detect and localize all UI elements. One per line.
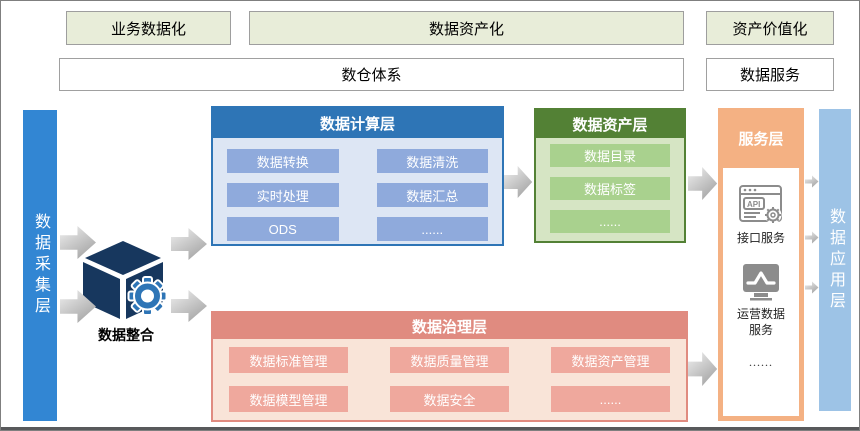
cube-gear-icon <box>81 239 176 323</box>
data-integration-label: 数据整合 <box>98 329 154 344</box>
data-governance-layer: 数据治理层 数据标准管理 数据质量管理 数据资产管理 数据模型管理 数据安全 .… <box>211 311 688 422</box>
data-application-layer-label: 数据应用层 <box>827 207 844 313</box>
computing-item: ...... <box>376 217 488 241</box>
service-layer: 服务层 API <box>718 108 804 421</box>
warehouse-system-box: 数仓体系 <box>59 58 684 91</box>
gear-icon <box>764 206 782 224</box>
operations-data-service-label: 运营数据服务 <box>736 307 785 338</box>
data-collection-layer-bar: 数据采集层 <box>23 110 57 421</box>
arrow-integration-to-governance <box>171 290 207 322</box>
phase-data-assetization: 数据资产化 <box>249 11 684 45</box>
service-ellipsis: ...... <box>749 354 773 369</box>
data-governance-layer-title: 数据治理层 <box>213 313 686 339</box>
data-computing-layer-title: 数据计算层 <box>213 108 502 138</box>
arrow-service-to-application-2 <box>805 231 819 244</box>
data-collection-layer-label: 数据采集层 <box>32 213 49 318</box>
arrow-collection-to-integration-top <box>60 226 96 259</box>
phase-business-datafication: 业务数据化 <box>66 11 231 45</box>
phase-asset-valorization: 资产价值化 <box>706 11 834 45</box>
computing-item: 实时处理 <box>227 183 339 207</box>
api-browser-icon: API <box>739 185 782 224</box>
arrow-service-to-application-1 <box>805 175 819 188</box>
bottom-border-strip <box>1 427 859 430</box>
computing-item: 数据转换 <box>227 149 339 173</box>
arrow-governance-to-service <box>688 352 718 386</box>
governance-item: 数据安全 <box>390 386 509 412</box>
monitor-chart-icon <box>743 264 779 301</box>
arrow-service-to-application-3 <box>805 281 819 294</box>
data-application-layer-bar: 数据应用层 <box>819 109 851 411</box>
arrow-integration-to-computing <box>171 228 207 260</box>
governance-item: 数据标准管理 <box>229 347 348 373</box>
governance-item: 数据模型管理 <box>229 386 348 412</box>
governance-item: 数据资产管理 <box>551 347 670 373</box>
asset-item: 数据标签 <box>550 177 670 200</box>
service-layer-title: 服务层 <box>738 130 784 148</box>
data-asset-layer-title: 数据资产层 <box>536 110 684 138</box>
api-service-label: 接口服务 <box>736 231 785 245</box>
svg-text:API: API <box>747 200 760 209</box>
computing-item: 数据清洗 <box>376 149 488 173</box>
computing-item: ODS <box>227 217 339 241</box>
asset-item: ...... <box>550 210 670 233</box>
asset-item: 数据目录 <box>550 144 670 167</box>
governance-item: ...... <box>551 386 670 412</box>
data-asset-layer: 数据资产层 数据目录 数据标签 ...... <box>534 108 686 243</box>
computing-item: 数据汇总 <box>376 183 488 207</box>
service-layer-panel: API 接口服务 <box>723 168 799 416</box>
arrow-asset-to-service <box>688 167 718 200</box>
gear-icon <box>127 276 168 316</box>
governance-item: 数据质量管理 <box>390 347 509 373</box>
arrow-computing-to-asset <box>504 166 533 198</box>
data-computing-layer: 数据计算层 数据转换 数据清洗 实时处理 数据汇总 ODS ...... <box>211 106 504 246</box>
arrow-collection-to-integration-bottom <box>60 290 96 323</box>
data-service-box: 数据服务 <box>706 58 834 91</box>
